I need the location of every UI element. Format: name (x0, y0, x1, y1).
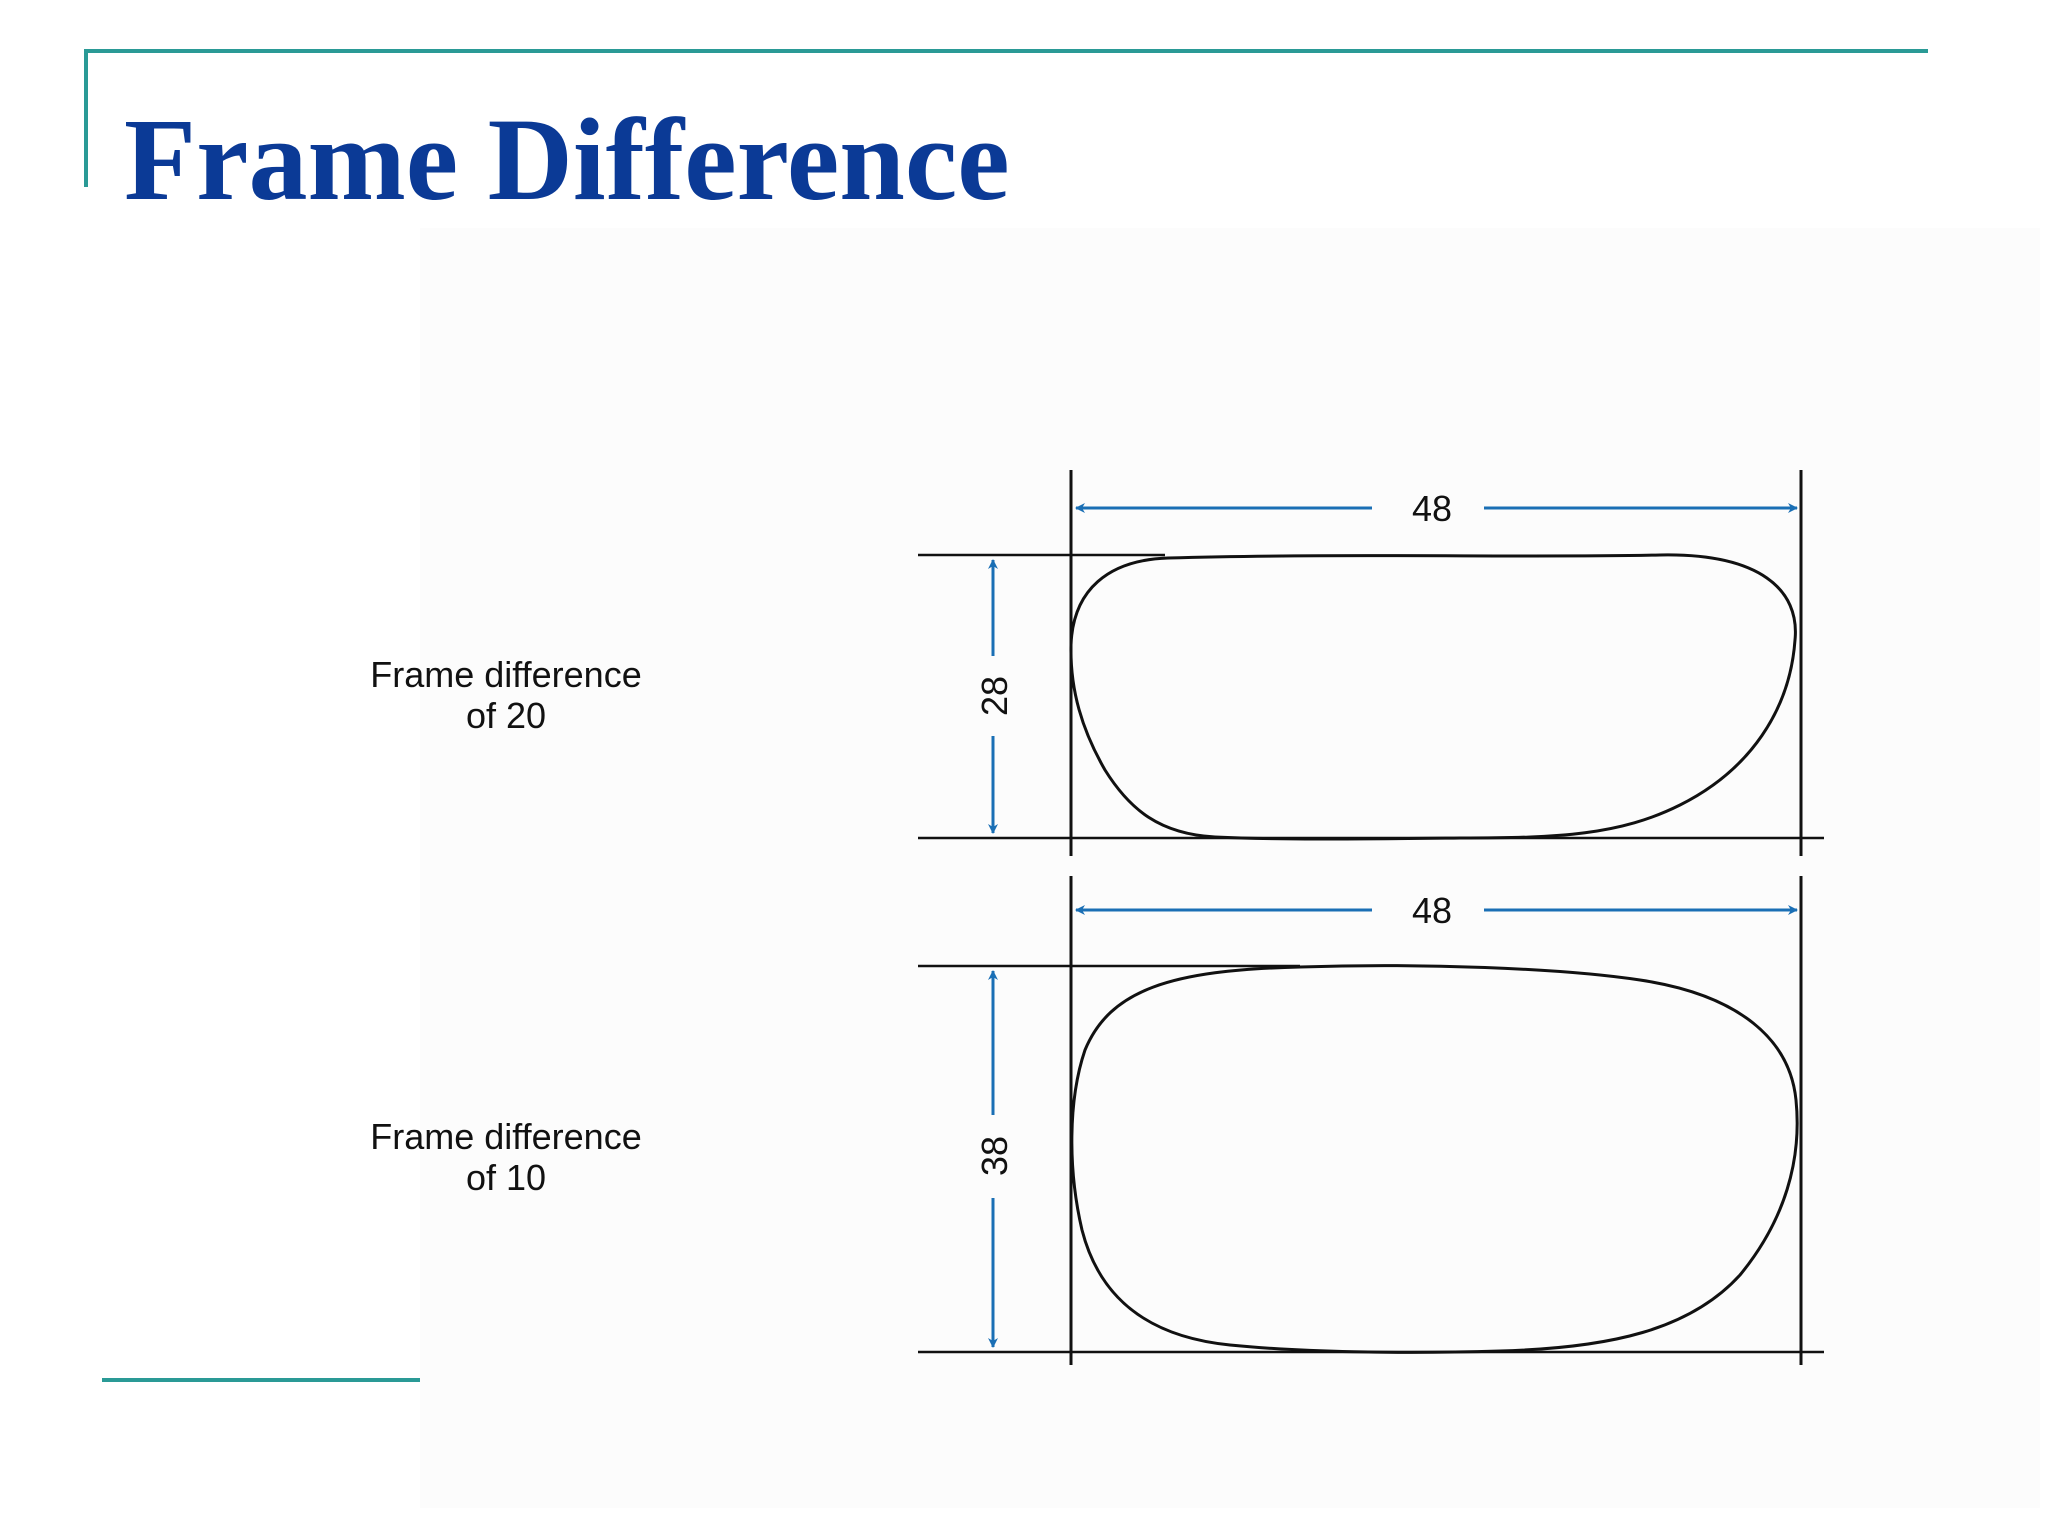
frame-difference-label-top-line2: of 20 (465, 695, 547, 736)
diagram-background (420, 228, 2040, 1508)
lens-outline (1070, 964, 1799, 1354)
frame-difference-label-bottom-line2: of 10 (465, 1157, 547, 1198)
frame-difference-label-bottom-line1: Frame difference (370, 1116, 642, 1157)
lens-diagram-top: 48 28 (918, 470, 1824, 856)
frame-difference-label-top-line1: Frame difference (370, 654, 642, 695)
width-dimension-label: 48 (1412, 488, 1452, 529)
lens-diagram-bottom: 48 38 (918, 876, 1824, 1365)
frame-difference-label-bottom: Frame difference of 10 (276, 1116, 736, 1198)
height-dimension-label: 28 (974, 676, 1015, 716)
slide-title: Frame Difference (124, 94, 1010, 225)
height-dimension-label: 38 (974, 1136, 1015, 1176)
title-frame-left-rule (84, 49, 88, 187)
frame-difference-label-top: Frame difference of 20 (276, 654, 736, 736)
width-dimension-label: 48 (1412, 890, 1452, 931)
lens-outline (1069, 553, 1797, 841)
title-frame-top-rule (84, 49, 1928, 53)
